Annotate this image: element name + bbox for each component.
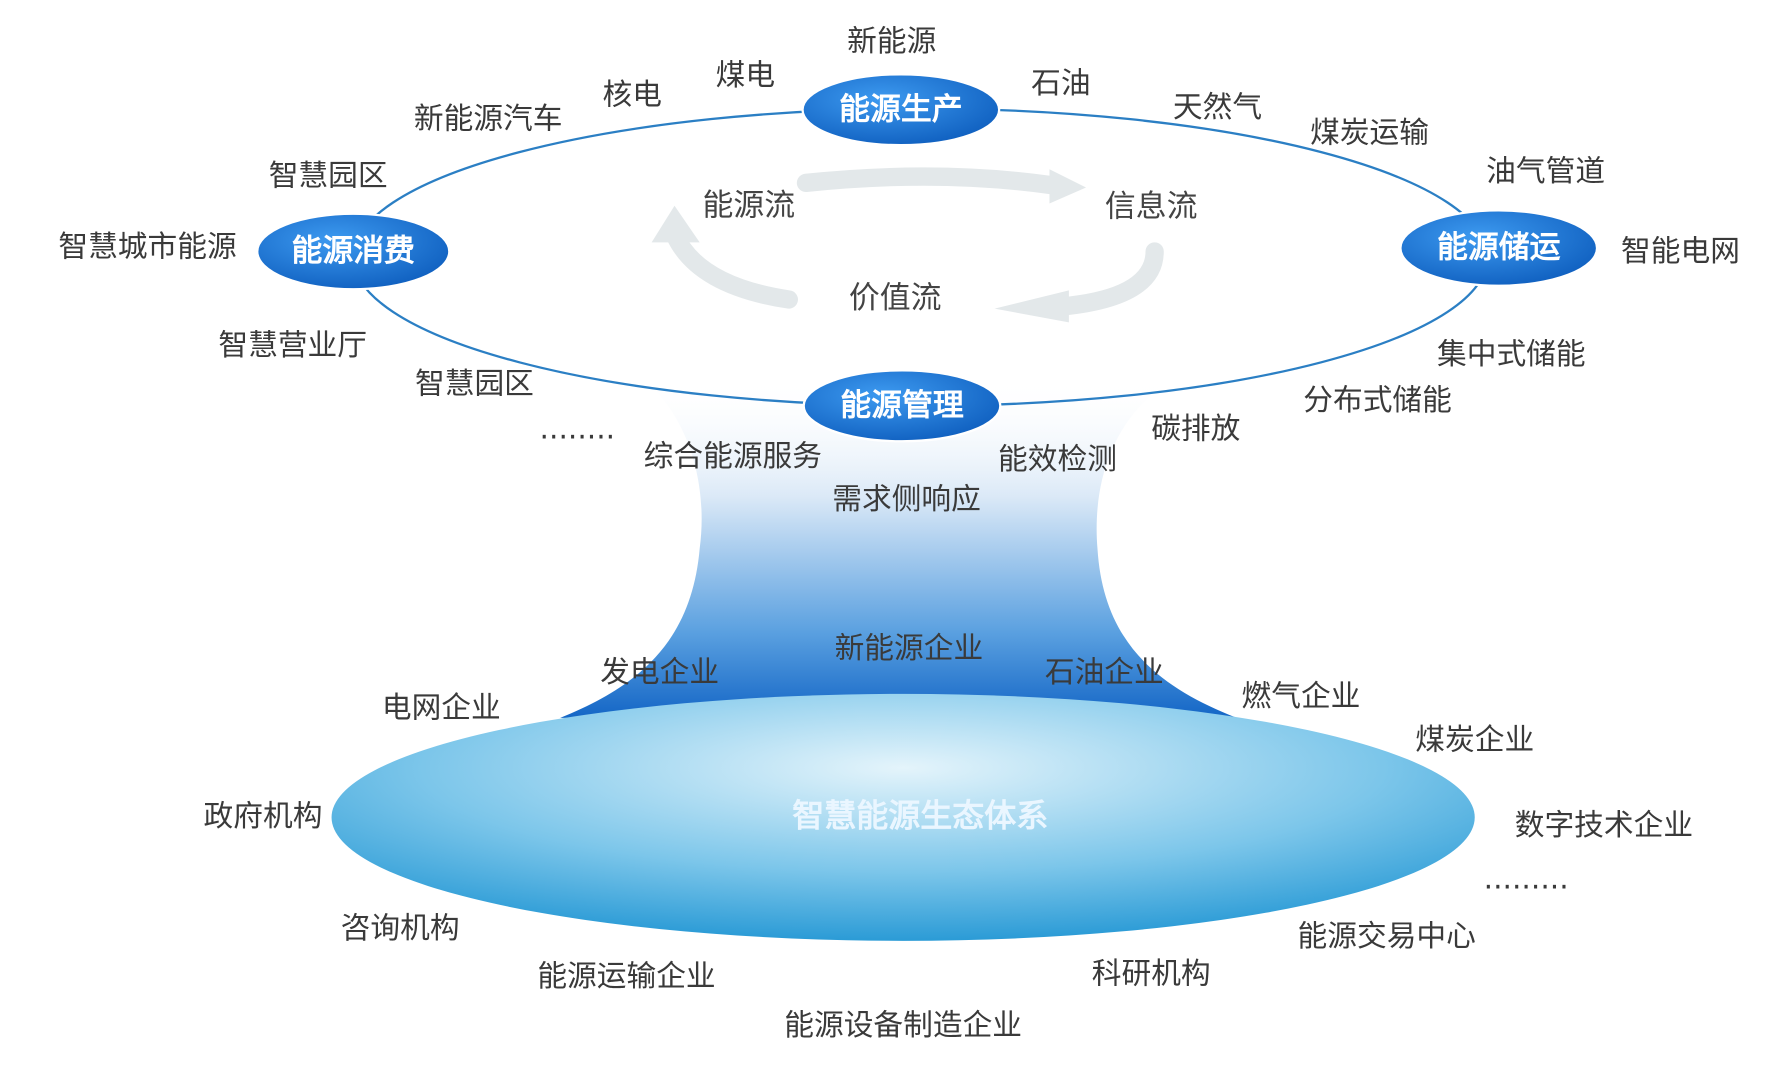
label-new-energy: 新能源	[847, 24, 936, 59]
label-pipeline: 油气管道	[1486, 154, 1605, 189]
arrow-heads	[651, 169, 1087, 323]
flow-value: 价值流	[849, 280, 942, 316]
flow-information: 信息流	[1105, 189, 1198, 225]
energy-ring	[352, 107, 1489, 407]
member-ellipsis: .........	[1484, 862, 1569, 897]
member-exchange: 能源交易中心	[1298, 919, 1476, 954]
ecosystem-base	[331, 693, 1475, 941]
node-management[interactable]: 能源管理	[802, 369, 1002, 443]
label-nuclear: 核电	[602, 78, 661, 113]
flow-energy: 能源流	[703, 187, 796, 223]
arrow-head-top	[1049, 169, 1087, 204]
label-smart-park-2: 智慧园区	[415, 367, 534, 402]
arrow-top	[796, 167, 1061, 195]
label-distributed-storage: 分布式储能	[1303, 383, 1452, 418]
label-efficiency: 能效检测	[998, 442, 1117, 477]
label-smart-city-energy: 智慧城市能源	[58, 230, 236, 265]
member-research: 科研机构	[1092, 957, 1211, 992]
member-oil: 石油企业	[1045, 655, 1164, 690]
label-smart-hall: 智慧营业厅	[218, 328, 367, 363]
node-storage[interactable]: 能源储运	[1399, 209, 1599, 287]
arrow-left	[665, 225, 798, 309]
member-digital-tech: 数字技术企业	[1515, 808, 1693, 843]
node-management-label: 能源管理	[840, 387, 964, 423]
cycle-arrows	[665, 167, 1164, 316]
label-central-storage: 集中式储能	[1437, 337, 1586, 372]
member-grid: 电网企业	[382, 690, 501, 725]
member-transport: 能源运输企业	[537, 959, 715, 994]
arrow-head-left	[651, 205, 700, 243]
node-consumption-label: 能源消费	[292, 233, 415, 269]
label-nev: 新能源汽车	[414, 102, 563, 137]
member-gas: 燃气企业	[1242, 679, 1361, 714]
funnel-shape	[560, 377, 1237, 718]
label-ellipsis-1: ........	[540, 411, 616, 446]
member-power-gen: 发电企业	[600, 655, 719, 690]
member-government: 政府机构	[204, 799, 323, 834]
label-demand-response: 需求侧响应	[832, 482, 981, 517]
node-production[interactable]: 能源生产	[801, 73, 1001, 147]
label-smart-park-1: 智慧园区	[269, 159, 388, 194]
node-production-label: 能源生产	[839, 91, 962, 127]
arrow-right	[1054, 242, 1164, 316]
label-natural-gas: 天然气	[1173, 90, 1262, 125]
member-new-energy: 新能源企业	[835, 631, 984, 666]
member-consulting: 咨询机构	[341, 911, 460, 946]
node-storage-label: 能源储运	[1437, 230, 1561, 266]
ecosystem-title: 智慧能源生态体系	[792, 796, 1048, 834]
member-equipment: 能源设备制造企业	[784, 1008, 1022, 1043]
label-integrated-service: 综合能源服务	[644, 439, 822, 474]
label-smart-grid: 智能电网	[1621, 234, 1740, 269]
node-consumption[interactable]: 能源消费	[256, 212, 451, 291]
label-carbon: 碳排放	[1151, 411, 1240, 446]
label-coal-transport: 煤炭运输	[1310, 115, 1429, 150]
member-coal: 煤炭企业	[1415, 722, 1534, 757]
label-coal-power: 煤电	[716, 58, 775, 93]
arrow-head-right	[994, 290, 1069, 323]
label-oil: 石油	[1031, 66, 1090, 101]
